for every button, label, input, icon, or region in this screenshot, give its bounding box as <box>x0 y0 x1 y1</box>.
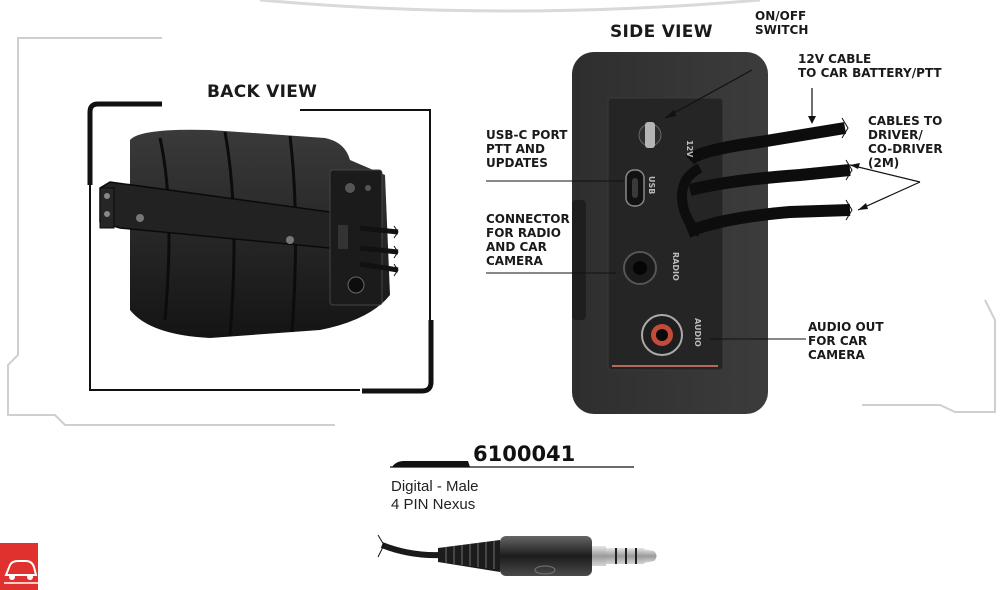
product-desc-line: 4 PIN Nexus <box>391 496 476 513</box>
product-desc-line: Digital - Male <box>391 478 479 495</box>
callout-line: CONNECTOR <box>486 212 570 226</box>
callout-line: CAMERA <box>486 254 543 268</box>
callout-line: DRIVER/ <box>868 128 923 142</box>
callout-line: USB-C PORT <box>486 128 568 142</box>
callout-line: CAMERA <box>808 348 865 362</box>
product-sku: 6100041 <box>473 442 576 466</box>
callout-line: CO-DRIVER <box>868 142 943 156</box>
callout-line: CABLES TO <box>868 114 943 128</box>
callout-line: ON/OFF <box>755 9 807 23</box>
callout-line: AND CAR <box>486 240 547 254</box>
callout-line: AUDIO OUT <box>808 320 884 334</box>
product-description: Digital - Male 4 PIN Nexus <box>391 478 479 514</box>
callout-line: UPDATES <box>486 156 548 170</box>
side-view-title: SIDE VIEW <box>610 22 713 42</box>
callout-line: SWITCH <box>755 23 809 37</box>
callout-line: PTT AND <box>486 142 545 156</box>
callout-line: 12V CABLE <box>798 52 872 66</box>
callout-on-off-switch: ON/OFF SWITCH <box>755 9 808 37</box>
callout-usb-port: USB-C PORT PTT AND UPDATES <box>486 128 567 170</box>
callout-line: (2M) <box>868 156 900 170</box>
car-icon <box>0 543 38 590</box>
callout-line: FOR CAR <box>808 334 868 348</box>
callout-audio-out: AUDIO OUT FOR CAR CAMERA <box>808 320 884 362</box>
callout-12v-cable: 12V CABLE TO CAR BATTERY/PTT <box>798 52 942 80</box>
callout-radio-connector: CONNECTOR FOR RADIO AND CAR CAMERA <box>486 212 570 268</box>
back-view-title: BACK VIEW <box>207 82 318 102</box>
callout-line: TO CAR BATTERY/PTT <box>798 66 942 80</box>
callout-cables-driver: CABLES TO DRIVER/ CO-DRIVER (2M) <box>868 114 943 170</box>
callout-line: FOR RADIO <box>486 226 561 240</box>
